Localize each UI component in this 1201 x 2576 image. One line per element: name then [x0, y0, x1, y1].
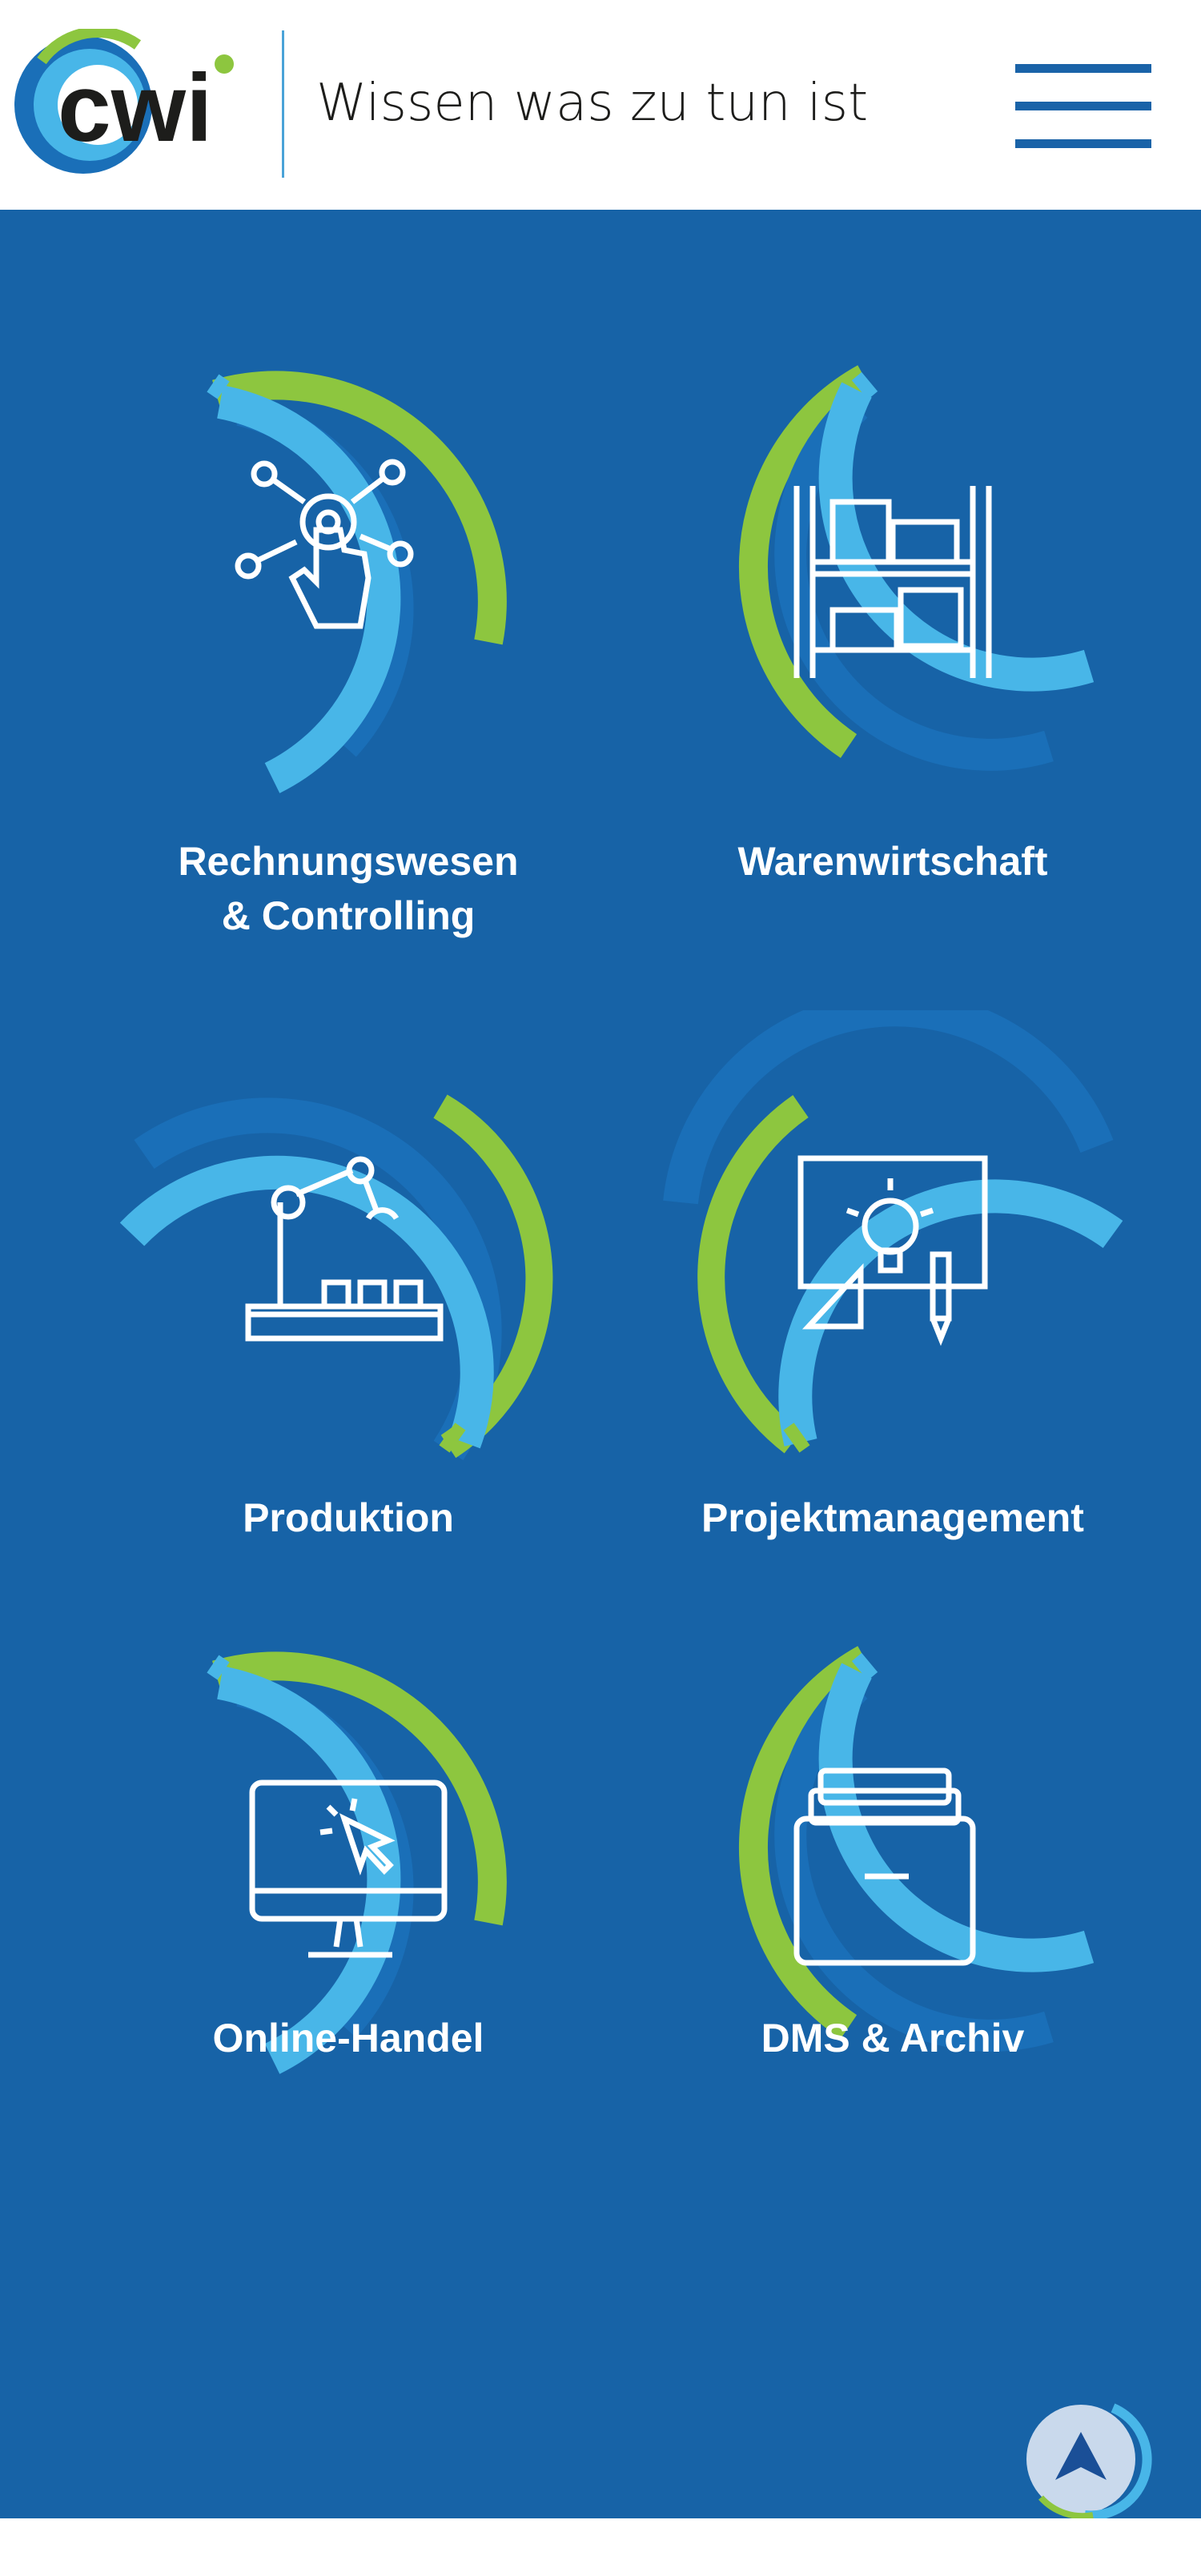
ring-graphic — [207, 1651, 507, 2074]
tile-label: Produktion — [243, 1495, 454, 1540]
site-header: cwi Wissen was zu tun ist — [0, 0, 1201, 210]
footer-strip — [0, 2518, 1201, 2576]
ring-graphic — [663, 1010, 1123, 1454]
tile-dms-archiv[interactable]: DMS & Archiv — [617, 1627, 1169, 2075]
tile-warenwirtschaft[interactable]: Warenwirtschaft — [617, 330, 1169, 954]
robot-arm-icon — [245, 1156, 444, 1342]
ring-graphic — [207, 371, 507, 793]
header-divider — [282, 30, 284, 178]
tile-produktion[interactable]: Produktion — [72, 1010, 625, 1571]
gear-hand-network-icon — [235, 459, 414, 629]
ring-graphic — [738, 365, 1095, 771]
cwi-logo[interactable]: cwi — [10, 29, 242, 181]
ring-graphic — [738, 1646, 1095, 2052]
tile-label: DMS & Archiv — [761, 2016, 1025, 2060]
tile-projektmanagement[interactable]: Projektmanagement — [617, 1010, 1169, 1571]
tile-label: Projektmanagement — [701, 1495, 1084, 1540]
arrow-up-icon — [1055, 2432, 1107, 2480]
ring-graphic — [119, 1094, 553, 1461]
module-grid: Rechnungswesen & Controlling — [0, 210, 1201, 2521]
svg-text:cwi: cwi — [58, 54, 212, 162]
warehouse-shelf-icon — [793, 486, 992, 678]
tile-label: Warenwirtschaft — [737, 839, 1048, 884]
tile-rechnungswesen[interactable]: Rechnungswesen & Controlling — [72, 330, 625, 954]
tile-online-handel[interactable]: Online-Handel — [72, 1627, 625, 2075]
monitor-cursor-icon — [249, 1780, 448, 1958]
tile-label: Online-Handel — [212, 2016, 484, 2060]
file-archive-box-icon — [793, 1767, 976, 1966]
tagline: Wissen was zu tun ist — [316, 74, 869, 133]
blueprint-lightbulb-icon — [797, 1155, 988, 1346]
scroll-top-button[interactable] — [1017, 2393, 1153, 2530]
tile-label: Rechnungswesen & Controlling — [178, 839, 519, 938]
hamburger-menu-icon[interactable] — [1015, 64, 1151, 148]
